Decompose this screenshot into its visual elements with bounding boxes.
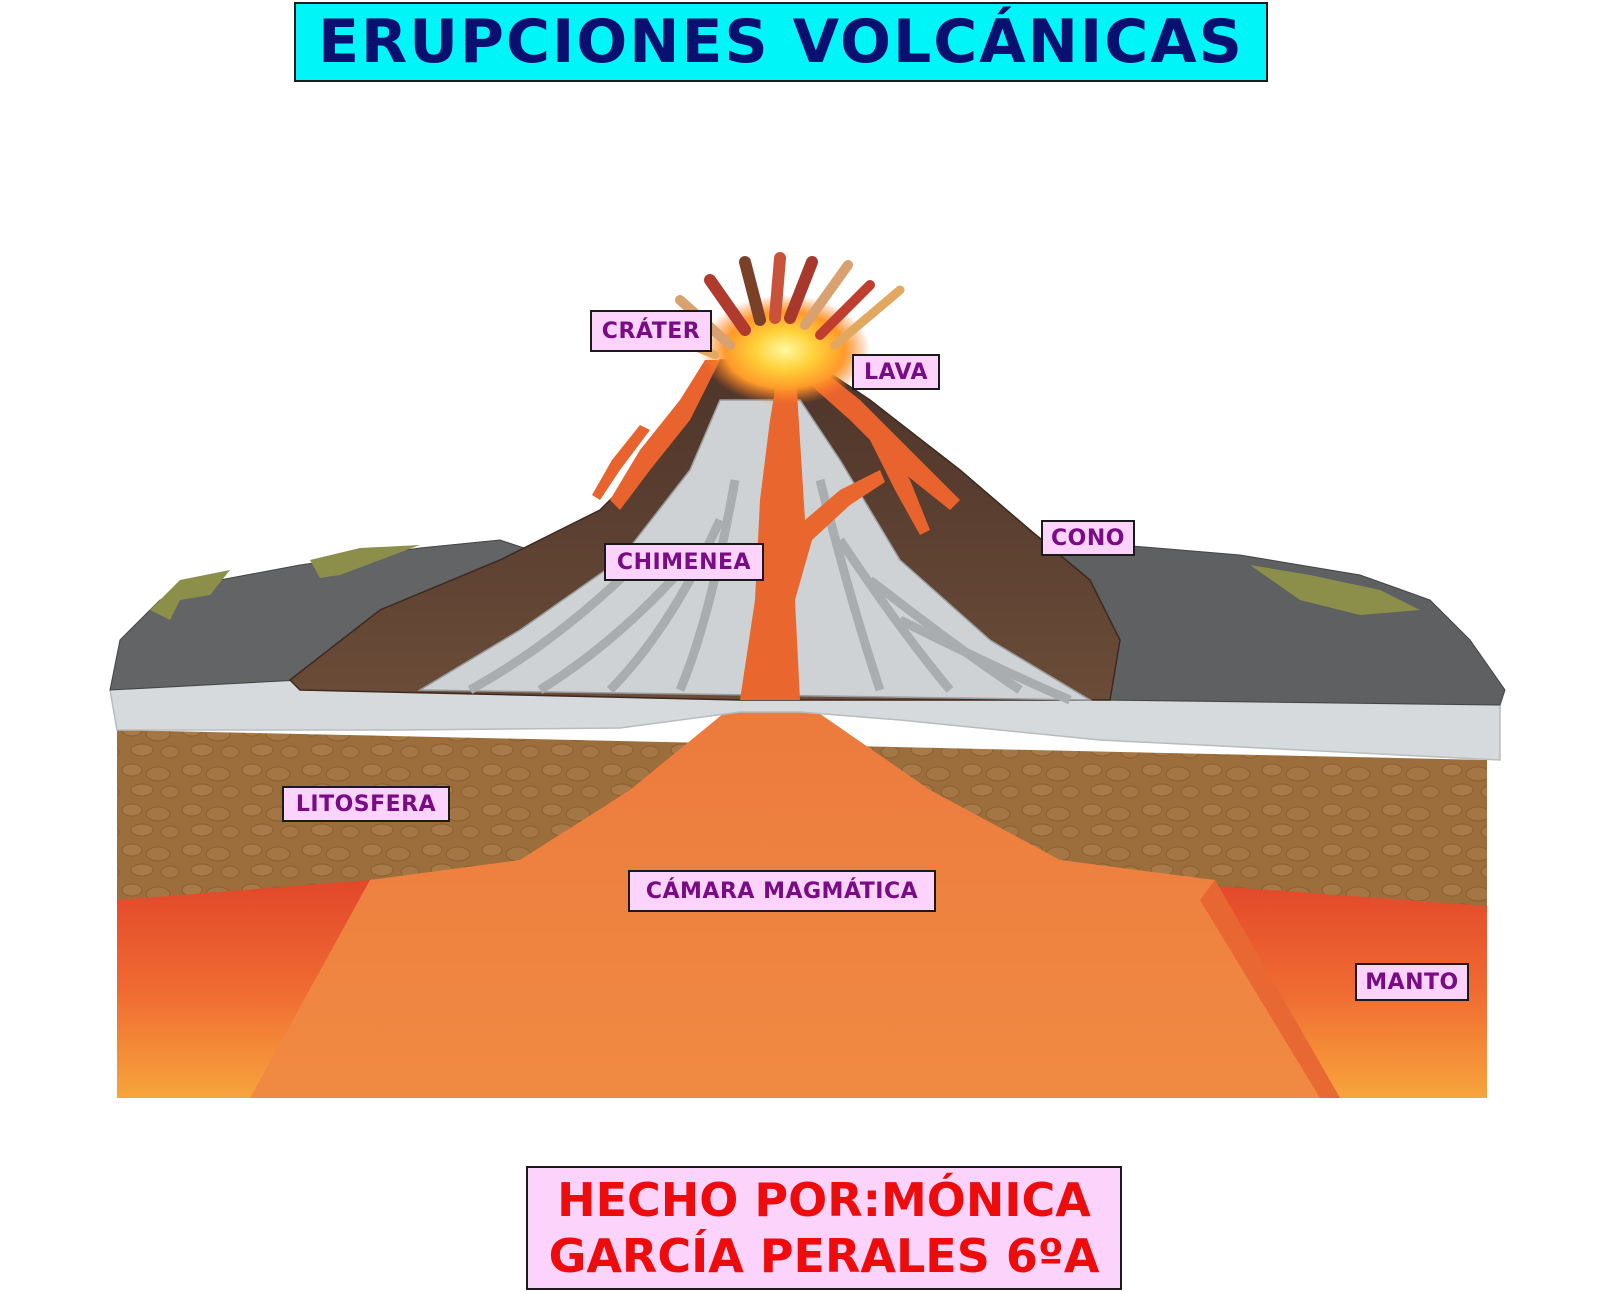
title-banner: ERUPCIONES VOLCÁNICAS bbox=[294, 2, 1268, 82]
label-cono: CONO bbox=[1041, 520, 1135, 556]
label-chimenea: CHIMENEA bbox=[604, 543, 764, 581]
credit-line-2: GARCÍA PERALES 6ºA bbox=[548, 1229, 1100, 1283]
magma-chamber-edge bbox=[1200, 880, 1340, 1098]
chimney bbox=[740, 360, 885, 700]
lava-flows bbox=[592, 360, 960, 535]
label-lava: LAVA bbox=[852, 354, 940, 390]
label-camara-magmatica: CÁMARA MAGMÁTICA bbox=[628, 870, 936, 912]
moss-patches bbox=[150, 545, 1420, 620]
eruption-bombs bbox=[661, 252, 905, 359]
label-manto: MANTO bbox=[1355, 963, 1469, 1001]
label-litosfera: LITOSFERA bbox=[282, 786, 450, 822]
credit-box: HECHO POR:MÓNICA GARCÍA PERALES 6ºA bbox=[526, 1166, 1122, 1290]
label-crater: CRÁTER bbox=[590, 310, 712, 352]
page-title: ERUPCIONES VOLCÁNICAS bbox=[318, 7, 1244, 77]
credit-line-1: HECHO POR:MÓNICA bbox=[557, 1173, 1091, 1227]
